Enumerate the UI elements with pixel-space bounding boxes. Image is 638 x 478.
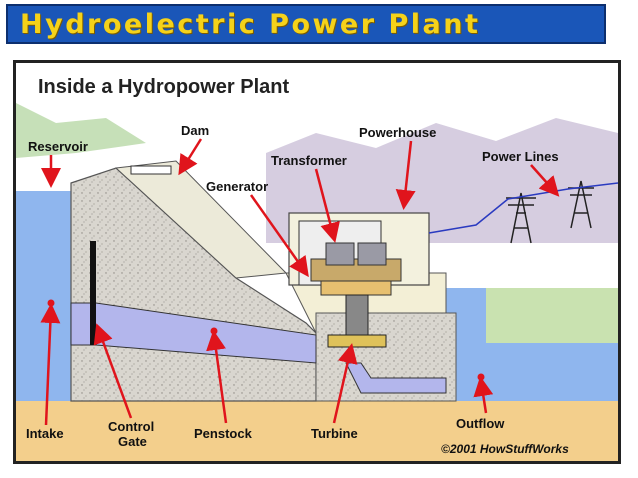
label-reservoir: Reservoir	[28, 139, 88, 154]
arrow-power-lines	[530, 164, 560, 197]
diagram-heading: Inside a Hydropower Plant	[38, 76, 290, 98]
label-dam: Dam	[181, 123, 209, 138]
transmission-towers	[506, 180, 594, 244]
label-control-gate-line2: Gate	[118, 434, 147, 449]
transformer-coil-1	[325, 242, 355, 266]
generator-ring	[320, 280, 392, 296]
riverbank	[486, 288, 618, 343]
transformer-coil-2	[357, 242, 387, 266]
arrow-intake	[40, 303, 61, 426]
turbine-wheel	[327, 334, 387, 348]
label-penstock: Penstock	[194, 426, 253, 441]
arrow-outflow	[473, 376, 494, 414]
control-gate-shaft	[90, 241, 96, 345]
label-power-lines: Power Lines	[482, 149, 559, 164]
arrow-transformer	[314, 168, 340, 243]
hills-left	[16, 103, 146, 158]
generator-housing	[310, 258, 402, 282]
arrow-dam	[178, 138, 203, 176]
arrow-turbine	[332, 343, 358, 424]
page-title: Hydroelectric Power Plant	[20, 9, 481, 40]
callout-arrows	[40, 138, 560, 426]
label-outflow: Outflow	[456, 416, 505, 431]
label-control-gate-line1: Control	[108, 419, 154, 434]
power-line-cable	[428, 182, 618, 234]
arrow-powerhouse	[395, 140, 416, 210]
label-transformer: Transformer	[271, 153, 347, 168]
ground	[16, 401, 618, 461]
hydropower-diagram: Inside a Hydropower Plant Reservoir Dam …	[16, 63, 618, 461]
turbine-shaft	[345, 294, 369, 336]
arrow-control-gate	[93, 323, 133, 419]
outflow-channel	[345, 362, 447, 394]
label-generator: Generator	[206, 179, 268, 194]
diagram-frame: Inside a Hydropower Plant Reservoir Dam …	[13, 60, 621, 464]
label-intake: Intake	[26, 426, 64, 441]
callout-dots	[47, 299, 485, 381]
mountains	[266, 118, 618, 243]
arrow-generator	[249, 194, 309, 278]
title-banner: Hydroelectric Power Plant	[6, 4, 606, 44]
arrow-penstock	[206, 330, 228, 424]
label-turbine: Turbine	[311, 426, 358, 441]
copyright-notice: ©2001 HowStuffWorks	[441, 442, 569, 456]
label-powerhouse: Powerhouse	[359, 125, 436, 140]
dam-crest-rail	[130, 165, 172, 175]
